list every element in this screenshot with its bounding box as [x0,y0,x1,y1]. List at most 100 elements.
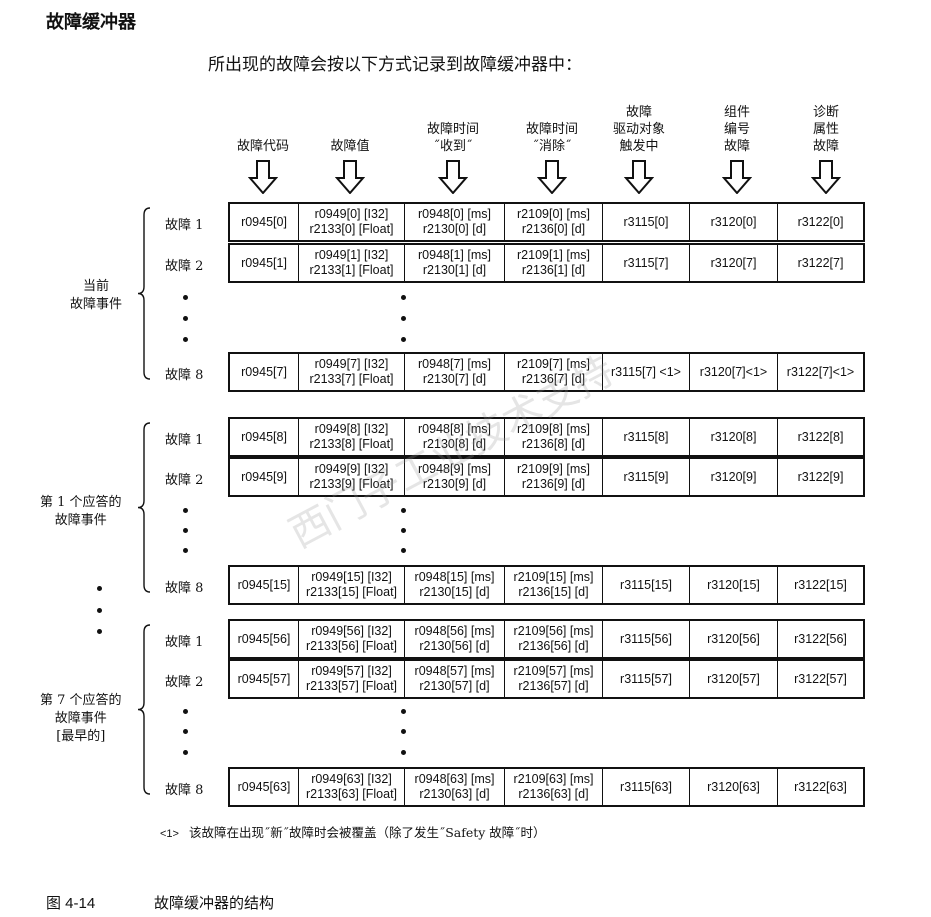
ellipsis-dot [183,709,188,714]
fault-cell: r3115[8] [603,419,690,455]
fault-cell: r0948[57] [ms]r2130[57] [d] [405,661,505,697]
parameter-ref: r2109[9] [ms] [517,462,590,476]
ellipsis-dot [183,750,188,755]
fault-cell: r3120[7] [690,245,778,281]
fault-cell: r2109[63] [ms]r2136[63] [d] [505,769,603,805]
fault-cell: r3115[56] [603,621,690,657]
fault-cell: r0945[1] [230,245,299,281]
parameter-ref: r3120[63] [707,779,760,794]
parameter-ref: r3115[63] [620,779,672,794]
fault-cell: r0949[8] [I32]r2133[8] [Float] [299,419,405,455]
parameter-ref: r0948[1] [ms] [418,248,491,262]
fault-cell: r0945[63] [230,769,299,805]
column-header-line: 诊断 [812,105,839,120]
fault-cell: r0948[56] [ms]r2130[56] [d] [405,621,505,657]
parameter-ref: r2130[9] [d] [422,477,487,491]
fault-cell: r0948[63] [ms]r2130[63] [d] [405,769,505,805]
down-arrow-icon [811,160,841,194]
group-label-line: 第 1 个应答的 [40,495,122,510]
ellipsis-dot [97,608,102,613]
fault-row: r0945[56] r0949[56] [I32]r2133[56] [Float… [228,619,865,659]
parameter-ref: r0945[56] [237,631,291,646]
parameter-ref: r3120[7]<1> [699,364,768,379]
parameter-ref: r3120[56] [707,631,760,646]
fault-cell: r3115[57] [603,661,690,697]
parameter-ref: r2130[0] [d] [422,222,487,236]
parameter-ref: r2130[56] [d] [419,639,490,653]
parameter-ref: r3115[57] [620,671,672,686]
parameter-ref: r3115[7] [623,255,669,270]
fault-row-label: 故障 1 [165,433,204,448]
footnote: <1> 该故障在出现˝新˝故障时会被覆盖（除了发生˝Safety 故障˝时） [160,822,546,841]
fault-row-label: 故障 8 [165,368,204,383]
parameter-ref: r0945[63] [237,779,291,794]
fault-cell: r3120[56] [690,621,778,657]
fault-cell: r0949[63] [I32]r2133[63] [Float] [299,769,405,805]
down-arrow-icon [248,160,278,194]
parameter-ref: r0945[0] [241,214,287,229]
parameter-ref: r0949[15] [I32] [311,570,392,584]
column-header-line: 故障值 [330,139,370,154]
parameter-ref: r2133[0] [Float] [309,222,394,236]
ellipsis-dot [183,295,188,300]
column-header-2: 故障值 [300,138,400,155]
fault-cell: r0945[9] [230,459,299,495]
parameter-ref: r2136[57] [d] [518,679,589,693]
fault-row: r0945[0] r0949[0] [I32]r2133[0] [Float] r0… [228,202,865,242]
fault-cell: r2109[9] [ms]r2136[9] [d] [505,459,603,495]
column-header-line: 组件 [723,105,750,120]
parameter-ref: r2130[8] [d] [422,437,487,451]
parameter-ref: r3122[15] [794,577,847,592]
parameter-ref: r3115[15] [620,577,672,592]
column-header-line: ˝收到˝ [433,139,473,154]
column-header-line: 触发中 [619,139,659,154]
intro-text: 所出现的故障会按以下方式记录到故障缓冲器中： [208,55,582,75]
group-label: 第 1 个应答的故障事件 [40,494,122,530]
parameter-ref: r0949[8] [I32] [314,422,389,436]
fault-cell: r0945[57] [230,661,299,697]
parameter-ref: r3115[7] <1> [611,364,681,379]
ellipsis-dot [183,316,188,321]
fault-row-label: 故障 2 [165,259,204,274]
parameter-ref: r0949[7] [I32] [314,357,389,371]
fault-row: r0945[7]r0949[7] [I32]r2133[7] [Float]r0… [228,352,865,392]
group-label-line: 故障事件 [54,513,107,528]
fault-cell: r3122[9] [778,459,863,495]
fault-cell: r3120[0] [690,204,778,240]
fault-cell: r0945[8] [230,419,299,455]
parameter-ref: r0948[0] [ms] [418,207,491,221]
fault-row-label: 故障 1 [165,218,204,233]
group-label: 第 7 个应答的故障事件[最早的] [40,692,122,746]
parameter-ref: r2109[63] [ms] [513,772,594,786]
fault-row: r0945[1]r0949[1] [I32]r2133[1] [Float]r0… [228,243,865,283]
parameter-ref: r0949[0] [I32] [314,207,389,221]
parameter-ref: r2136[7] [d] [521,372,586,386]
parameter-ref: r0945[9] [241,469,287,484]
curly-brace-icon [137,624,151,795]
fault-cell: r0949[57] [I32]r2133[57] [Float] [299,661,405,697]
parameter-ref: r2133[56] [Float] [305,639,398,653]
parameter-ref: r0945[8] [241,429,287,444]
parameter-ref: r0948[56] [ms] [414,624,495,638]
fault-row-label: 故障 8 [165,581,204,596]
parameter-ref: r0949[63] [I32] [311,772,392,786]
fault-cell: r3120[63] [690,769,778,805]
column-header-4: 故障时间˝消除˝ [502,121,602,155]
ellipsis-dot [401,750,406,755]
ellipsis-dot [183,528,188,533]
down-arrow-icon [438,160,468,194]
fault-cell: r0948[0] [ms]r2130[0] [d] [405,204,505,240]
fault-cell: r0949[56] [I32]r2133[56] [Float] [299,621,405,657]
parameter-ref: r2136[56] [d] [518,639,589,653]
down-arrow-icon [624,160,654,194]
parameter-ref: r2109[8] [ms] [517,422,590,436]
parameter-ref: r2136[8] [d] [521,437,586,451]
parameter-ref: r2136[9] [d] [521,477,586,491]
parameter-ref: r2130[1] [d] [422,263,487,277]
parameter-ref: r2130[63] [d] [419,787,490,801]
figure-caption: 故障缓冲器的结构 [154,894,275,912]
parameter-ref: r2109[15] [ms] [513,570,594,584]
fault-cell: r0949[7] [I32]r2133[7] [Float] [299,354,405,390]
ellipsis-dot [401,729,406,734]
parameter-ref: r2109[0] [ms] [517,207,590,221]
